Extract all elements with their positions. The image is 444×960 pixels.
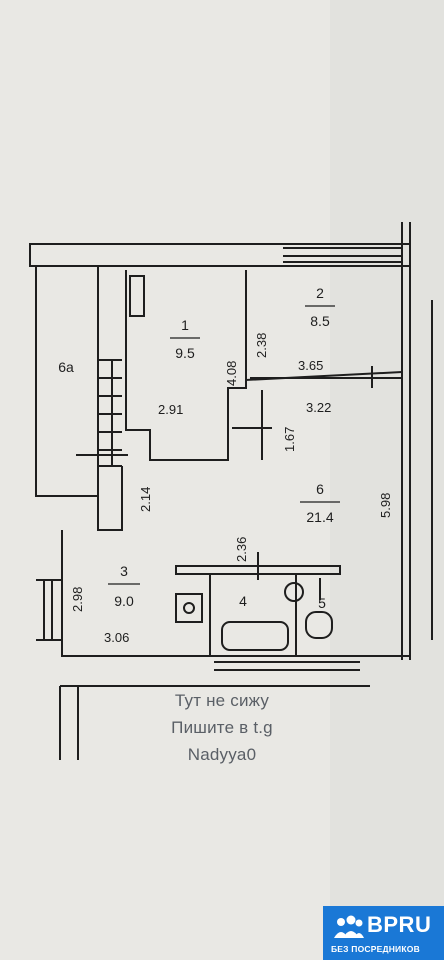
left-lower-wall (97, 466, 123, 531)
overlay-text-line: Тут не сижу (174, 691, 270, 710)
plan-walls (29, 222, 433, 760)
room-6-number: 6 (316, 481, 324, 497)
dimension-5-98: 5.98 (378, 493, 393, 518)
room-3-outline (61, 530, 410, 657)
overlay-text-line: Nadyya0 (187, 745, 257, 764)
room-1-number: 1 (181, 317, 189, 333)
watermark-brand: BPRU (367, 912, 432, 937)
room-6-area: 21.4 (306, 509, 333, 525)
room-3-area: 9.0 (114, 593, 134, 609)
stove-burner (183, 602, 195, 614)
bathtub-icon (221, 621, 289, 651)
dimension-2-14: 2.14 (138, 487, 153, 512)
room-2-number: 2 (316, 285, 324, 301)
room-2-outline (245, 270, 403, 382)
watermark-tagline: БЕЗ ПОСРЕДНИКОВ (331, 944, 420, 954)
people-icon (334, 915, 364, 938)
room-3-number: 3 (120, 563, 128, 579)
sink-icon (284, 582, 304, 602)
room-4-number: 4 (239, 593, 247, 609)
watermark-badge: BPRU БЕЗ ПОСРЕДНИКОВ (323, 906, 444, 960)
room-6a-number: 6а (58, 359, 74, 375)
room-1-outline (125, 270, 247, 461)
bath-top-wall (175, 565, 341, 575)
overlay-text-line: Пишите в t.g (171, 718, 273, 737)
dimension-1-67: 1.67 (282, 427, 297, 452)
dimension-2-98: 2.98 (70, 587, 85, 612)
stove-icon (175, 593, 203, 623)
dimension-2-38: 2.38 (254, 333, 269, 358)
dimension-2-91: 2.91 (158, 402, 183, 417)
room-2-area: 8.5 (310, 313, 330, 329)
dimension-3-65: 3.65 (298, 358, 323, 373)
dimension-4-08: 4.08 (224, 361, 239, 386)
room-1-area: 9.5 (175, 345, 195, 361)
room-5-number: 5 (318, 595, 326, 611)
room-6a-outline (35, 265, 99, 497)
paper-shadow (330, 0, 444, 960)
toilet-icon (305, 611, 333, 639)
dimension-3-22: 3.22 (306, 400, 331, 415)
room-1-niche (129, 275, 145, 317)
dimension-2-36: 2.36 (234, 537, 249, 562)
dimension-3-06: 3.06 (104, 630, 129, 645)
